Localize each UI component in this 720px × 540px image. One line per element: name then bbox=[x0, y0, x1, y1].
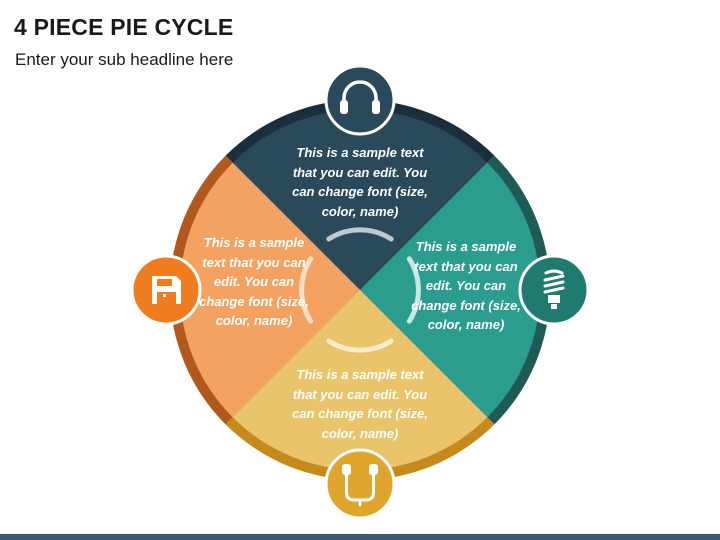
segment-top bbox=[232, 109, 488, 290]
segment-left bbox=[179, 162, 360, 418]
floppy-disk-icon bbox=[152, 276, 181, 304]
inner-arc-bottom bbox=[326, 338, 394, 353]
icon-node-right bbox=[518, 254, 590, 326]
page-subtitle: Enter your sub headline here bbox=[15, 50, 234, 69]
segment-right bbox=[360, 162, 541, 418]
icon-node-top bbox=[324, 64, 396, 136]
icon-node-left bbox=[130, 254, 202, 326]
segment-bottom bbox=[232, 290, 488, 471]
bottom-bar bbox=[0, 534, 720, 540]
headphones-icon bbox=[340, 80, 380, 114]
inner-arc-right bbox=[406, 256, 421, 324]
segment-top-text: This is a sample text that you can edit.… bbox=[292, 145, 428, 219]
segment-left-text: This is a sample text that you can edit.… bbox=[199, 235, 309, 328]
lightbulb-icon bbox=[543, 269, 565, 309]
segment-right-text: This is a sample text that you can edit.… bbox=[411, 239, 521, 332]
inner-arc-left bbox=[299, 256, 314, 324]
earphones-icon bbox=[342, 464, 378, 507]
segment-bottom-text: This is a sample text that you can edit.… bbox=[292, 367, 428, 441]
icon-node-bottom bbox=[324, 448, 396, 520]
inner-arc-top bbox=[326, 227, 394, 242]
page-title: 4 PIECE PIE CYCLE bbox=[14, 14, 234, 40]
